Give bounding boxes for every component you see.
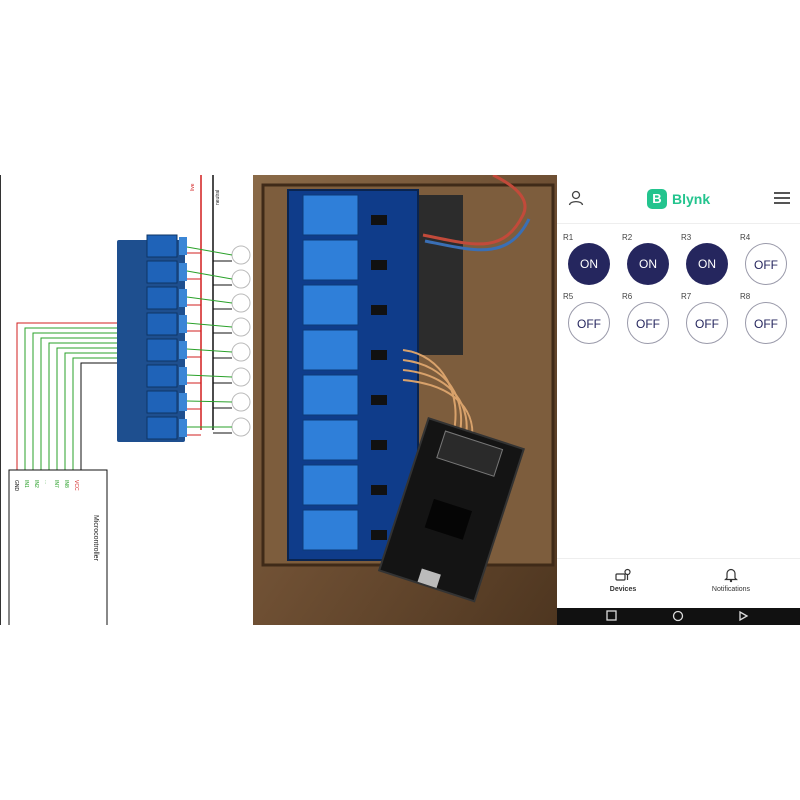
live-wire-label: live — [190, 183, 196, 191]
neutral-wire-label: neutral — [215, 189, 221, 205]
relay-r8-toggle-button[interactable]: OFF — [745, 302, 787, 344]
app-title: Blynk — [672, 191, 711, 207]
microcontroller-box — [8, 469, 108, 625]
relay-cubes — [302, 194, 359, 551]
relay-components — [371, 215, 387, 540]
nav-notifications-label: Notifications — [711, 586, 751, 593]
pin-label-ellipsis: ... — [43, 480, 49, 485]
hamburger-menu-icon[interactable] — [774, 191, 790, 205]
wiring-schematic: live neutral VCC IN8 IN7 ... IN2 IN1 GND… — [0, 175, 254, 625]
relay-r2-toggle-button[interactable]: ON — [627, 243, 669, 285]
bottom-navigation: Devices Notifications — [557, 558, 800, 609]
black-mat — [418, 195, 463, 355]
relay-label: R3 — [681, 233, 692, 242]
nav-devices-label: Devices — [609, 586, 637, 593]
android-system-bar — [557, 608, 800, 625]
relay-r3-toggle-button[interactable]: ON — [686, 243, 728, 285]
blynk-logo: B Blynk — [647, 189, 710, 209]
live-taps — [187, 252, 201, 436]
microcontroller-label: Microcontroller — [92, 515, 99, 561]
hardware-photo — [253, 175, 557, 625]
pin-label-in7: IN7 — [53, 480, 59, 488]
relay-r4-toggle-button[interactable]: OFF — [745, 243, 787, 285]
schematic-drawing — [8, 175, 251, 625]
recent-apps-icon — [606, 610, 617, 621]
relay-r6-toggle-button[interactable]: OFF — [627, 302, 669, 344]
pin-label-in2: IN2 — [33, 480, 39, 488]
relay-label: R8 — [740, 292, 751, 301]
relay-r1-toggle-button[interactable]: ON — [568, 243, 610, 285]
relay-label: R4 — [740, 233, 751, 242]
devices-icon — [615, 568, 631, 581]
pin-label-in8: IN8 — [63, 480, 69, 488]
relay-r7-toggle-button[interactable]: OFF — [686, 302, 728, 344]
relay-r5-toggle-button[interactable]: OFF — [568, 302, 610, 344]
signal-wires — [16, 322, 117, 470]
relay-blocks — [146, 234, 178, 440]
relay-terminals — [179, 237, 187, 437]
relay-label: R6 — [622, 292, 633, 301]
nav-notifications[interactable]: Notifications — [681, 567, 781, 593]
relay-label: R2 — [622, 233, 633, 242]
neutral-taps — [213, 260, 232, 434]
blynk-logo-badge: B — [647, 189, 667, 209]
pin-label-in1: IN1 — [23, 480, 29, 488]
pin-label-gnd: GND — [13, 480, 19, 492]
hardware-photo-drawing — [253, 175, 557, 625]
pin-label-vcc: VCC — [73, 480, 79, 491]
bulb-wires — [186, 246, 233, 428]
power-cable — [422, 175, 527, 246]
nav-devices[interactable]: Devices — [573, 567, 673, 593]
bell-icon — [724, 568, 738, 583]
nodemcu-board — [377, 416, 525, 603]
back-icon — [739, 610, 749, 622]
home-icon — [672, 610, 684, 622]
system-nav-icons — [606, 610, 749, 622]
relay-label: R7 — [681, 292, 692, 301]
relay-label: R1 — [563, 233, 574, 242]
app-header: B Blynk — [557, 175, 800, 224]
user-icon[interactable] — [567, 189, 585, 207]
bulbs — [231, 245, 251, 437]
relay-label: R5 — [563, 292, 574, 301]
